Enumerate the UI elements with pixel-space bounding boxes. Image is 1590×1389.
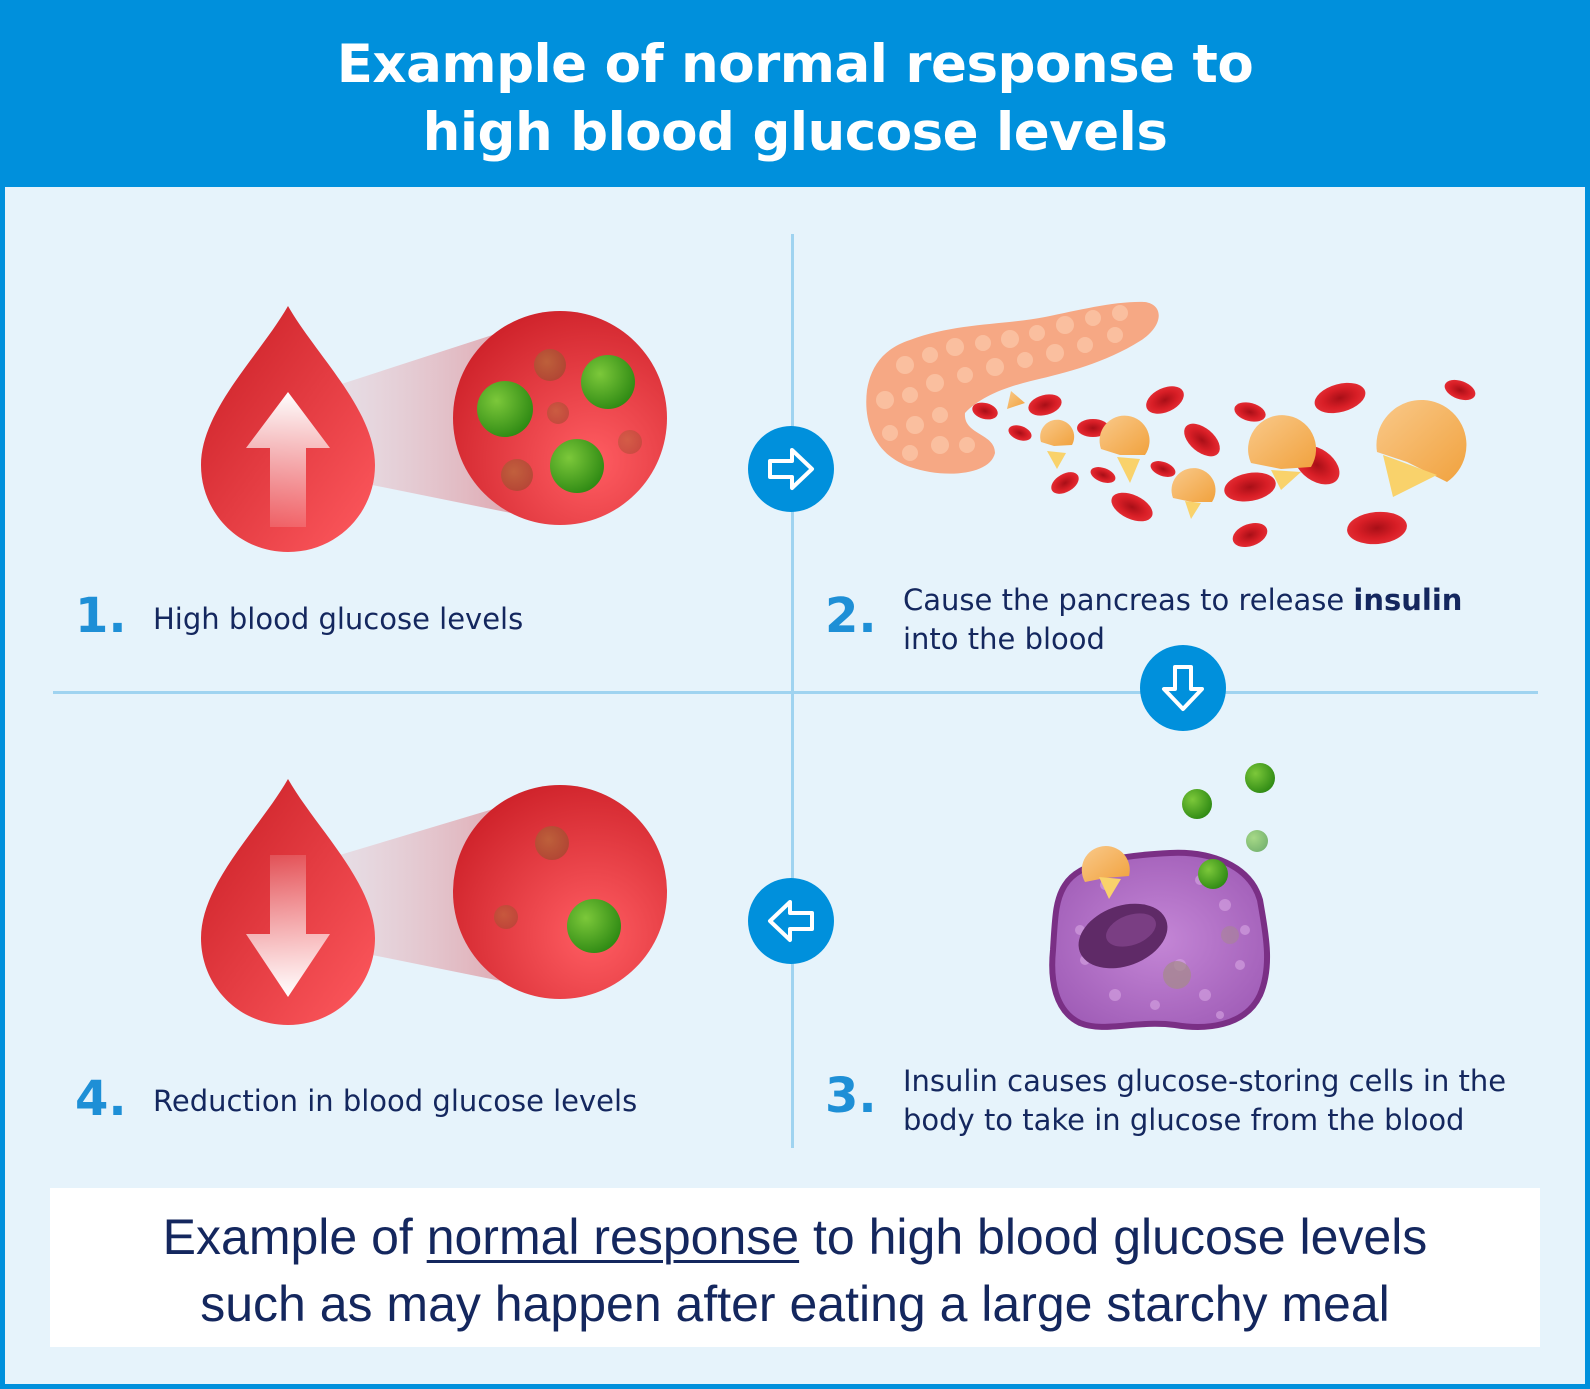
step-2-number: 2. (825, 588, 877, 644)
particle (618, 430, 642, 454)
insulin-molecule (1081, 845, 1130, 882)
cell-glucose-uptake-graphic (1049, 763, 1275, 1030)
step-2-text-after: into the blood (903, 622, 1105, 656)
next-step-button-right (748, 426, 834, 512)
glucose-molecule (567, 899, 621, 953)
blood-drop-up-graphic (201, 306, 667, 552)
footer-underlined-phrase: normal response (426, 1209, 800, 1265)
next-step-button-left (748, 878, 834, 964)
glucose-molecule (550, 439, 604, 493)
title-line-2: high blood glucose levels (422, 102, 1168, 163)
step-3-number: 3. (825, 1068, 877, 1124)
next-step-button-down (1140, 645, 1226, 731)
step-2-text-before: Cause the pancreas to release (903, 583, 1354, 617)
step-3-text: Insulin causes glucose-storing cells in … (903, 1062, 1506, 1140)
step-1-number: 1. (75, 588, 127, 644)
footer-line-1: Example of normal response to high blood… (50, 1204, 1540, 1271)
glucose-molecule (1182, 789, 1212, 819)
step-4-number: 4. (75, 1071, 127, 1127)
step-2-text: Cause the pancreas to release insulin in… (903, 581, 1462, 659)
step-1-text: High blood glucose levels (153, 602, 524, 636)
glucose-molecule (1198, 859, 1228, 889)
arrow-right-icon (768, 448, 814, 490)
step-3-line-2: body to take in glucose from the blood (903, 1103, 1465, 1137)
zoom-circle (453, 785, 667, 999)
blood-drop-down-graphic (201, 779, 667, 1025)
pancreas (866, 301, 1159, 474)
particle (501, 459, 533, 491)
horizontal-divider (53, 691, 1538, 694)
particle (534, 349, 566, 381)
particle (535, 826, 569, 860)
footer-line-1-after: to high blood glucose levels (799, 1209, 1428, 1265)
high-glucose-illustration (5, 5, 6, 6)
arrow-down-icon (1162, 665, 1204, 711)
glucose-molecule (477, 381, 533, 437)
particle (494, 905, 518, 929)
glucose-molecule (1245, 763, 1275, 793)
header-banner: Example of normal response to high blood… (5, 5, 1585, 187)
red-blood-cells (972, 379, 1476, 548)
up-arrow-icon (246, 392, 330, 527)
pancreas-insulin-graphic (866, 301, 1476, 548)
glucose-molecule (1246, 830, 1268, 852)
particle (547, 402, 569, 424)
footer-line-2: such as may happen after eating a large … (200, 1276, 1390, 1332)
step-2-text-bold: insulin (1353, 583, 1463, 617)
down-arrow-icon (246, 855, 330, 997)
step-4-text: Reduction in blood glucose levels (153, 1084, 638, 1118)
glucose-molecule (581, 355, 635, 409)
footer-line-1-before: Example of (162, 1209, 427, 1265)
title-line-1: Example of normal response to (336, 34, 1254, 95)
insulin-molecules (1007, 391, 1467, 519)
footer-caption: Example of normal response to high blood… (50, 1188, 1540, 1347)
step-3-line-1: Insulin causes glucose-storing cells in … (903, 1064, 1507, 1098)
arrow-left-icon (768, 900, 814, 942)
